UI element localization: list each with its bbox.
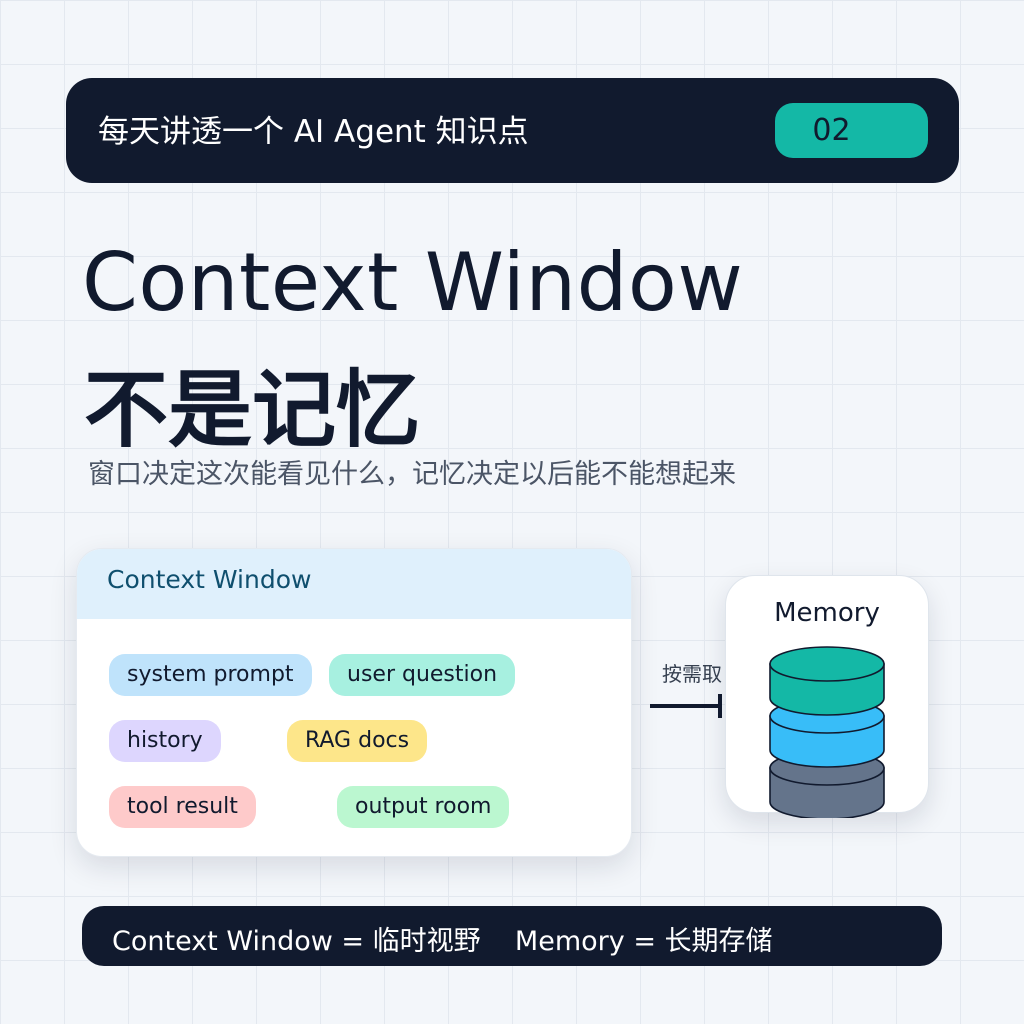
context-window-card: Context Window system prompt user questi…: [76, 548, 632, 857]
memory-title: Memory: [774, 598, 880, 628]
chip-rag-docs: RAG docs: [287, 720, 428, 762]
tagline: 窗口决定这次能看见什么，记忆决定以后能不能想起来: [88, 459, 736, 490]
chip-tool-result: tool result: [109, 786, 256, 828]
arrow-head: [718, 694, 722, 718]
header-title: 每天讲透一个 AI Agent 知识点: [98, 114, 529, 150]
arrow-shaft: [650, 704, 722, 708]
page-subtitle: 不是记忆: [84, 361, 421, 459]
arrow-label: 按需取: [662, 662, 722, 686]
footer-text: Context Window = 临时视野 Memory = 长期存储: [112, 926, 773, 957]
page-title: Context Window: [82, 236, 744, 329]
chip-system-prompt: system prompt: [109, 654, 312, 696]
chip-output-room: output room: [337, 786, 510, 828]
db-layer-top: [769, 646, 885, 716]
chip-user-question: user question: [329, 654, 516, 696]
context-window-card-header: Context Window: [77, 549, 631, 619]
footer-banner: Context Window = 临时视野 Memory = 长期存储: [82, 906, 942, 966]
memory-card: Memory: [725, 575, 929, 818]
episode-badge: 02: [775, 103, 928, 158]
database-icon: [769, 646, 885, 818]
context-window-card-title: Context Window: [107, 565, 312, 594]
chip-history: history: [109, 720, 221, 762]
header-banner: 每天讲透一个 AI Agent 知识点 02: [66, 78, 959, 183]
